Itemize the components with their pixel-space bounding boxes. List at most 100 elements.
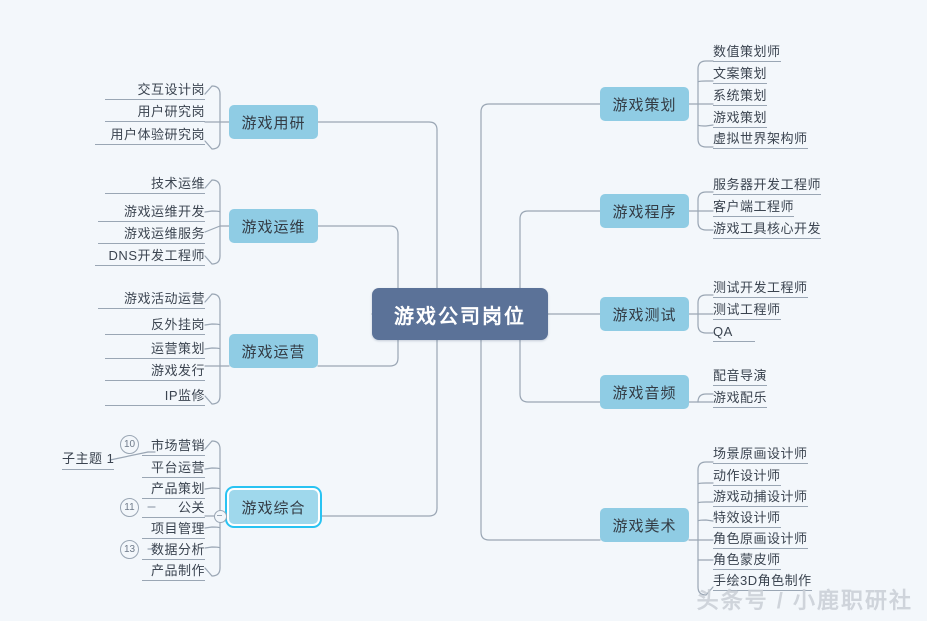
watermark-text: 头条号 / 小鹿职研社 [696,588,913,613]
leaf-item[interactable]: 项目管理 [142,521,205,539]
leaf-label: 公关 [177,500,205,515]
branch-node-ceshi[interactable]: 游戏测试 [600,297,689,331]
leaf-label: 用户研究岗 [137,104,205,119]
leaf-item[interactable]: 角色蒙皮师 [713,552,781,570]
leaf-item[interactable]: 游戏发行 [105,363,205,381]
branch-node-label: 游戏用研 [241,114,306,132]
root-node-label: 游戏公司岗位 [394,305,526,328]
leaf-label: 游戏运维开发 [123,204,205,219]
leaf-label: 运营策划 [150,341,205,356]
leaf-label: 客户端工程师 [713,199,795,214]
leaf-label: 数据分析 [150,542,205,557]
leaf-item[interactable]: 测试工程师 [713,302,781,320]
branch-node-yunying[interactable]: 游戏运营 [229,334,318,368]
leaf-item[interactable]: 用户研究岗 [105,104,205,122]
leaf-item[interactable]: 反外挂岗 [105,317,205,335]
branch-node-yunwei[interactable]: 游戏运维 [229,209,318,243]
leaf-label: QA [713,324,733,339]
collapsed-count-badge[interactable]: 11 [120,498,139,517]
leaf-item[interactable]: 游戏配乐 [713,390,768,408]
leaf-item[interactable]: 客户端工程师 [713,199,795,217]
branch-node-label: 游戏策划 [612,96,677,114]
leaf-item[interactable]: 系统策划 [713,88,768,106]
leaf-label: 游戏运维服务 [123,226,205,241]
leaf-label: 配音导演 [713,368,768,383]
leaf-item[interactable]: 游戏活动运营 [98,291,205,309]
branch-node-yinpin[interactable]: 游戏音频 [600,375,689,409]
leaf-label: 用户体验研究岗 [110,127,205,142]
leaf-label: 角色蒙皮师 [713,552,781,567]
leaf-label: 测试工程师 [713,302,781,317]
leaf-item[interactable]: DNS开发工程师 [95,248,205,266]
subtopic-text: 子主题 1 [62,451,115,466]
leaf-item[interactable]: QA [713,324,755,342]
leaf-item[interactable]: 运营策划 [105,341,205,359]
leaf-item[interactable]: 文案策划 [713,66,768,84]
leaf-label: 游戏动捕设计师 [713,489,808,504]
leaf-item[interactable]: 市场营销 [142,438,205,456]
leaf-label: 测试开发工程师 [713,280,808,295]
collapsed-count-badge[interactable]: 13 [120,540,139,559]
branch-node-chengxu[interactable]: 游戏程序 [600,194,689,228]
leaf-item[interactable]: 交互设计岗 [105,82,205,100]
branch-node-label: 游戏运营 [241,343,306,361]
leaf-label: 反外挂岗 [150,317,205,332]
leaf-item[interactable]: 数据分析 [142,542,205,560]
leaf-item[interactable]: 服务器开发工程师 [713,177,822,195]
leaf-label: 文案策划 [713,66,768,81]
leaf-item[interactable]: 特效设计师 [713,510,781,528]
leaf-item[interactable]: 虚拟世界架构师 [713,131,808,149]
leaf-label: 虚拟世界架构师 [713,131,808,146]
subtopic-label[interactable]: 子主题 1 [62,448,115,470]
leaf-item[interactable]: 游戏工具核心开发 [713,221,822,239]
leaf-label: 技术运维 [150,176,205,191]
branch-node-label: 游戏音频 [612,384,677,402]
leaf-item[interactable]: IP监修 [105,388,205,406]
leaf-item[interactable]: 平台运营 [142,460,205,478]
collapsed-count-badge[interactable]: 10 [120,435,139,454]
leaf-label: 游戏配乐 [713,390,768,405]
badge-value: 13 [123,544,136,555]
leaf-label: 产品策划 [150,481,205,496]
leaf-label: 游戏活动运营 [123,291,205,306]
branch-node-zonghe[interactable]: 游戏综合 [229,490,318,524]
leaf-item[interactable]: 产品策划 [142,481,205,499]
leaf-item[interactable]: 场景原画设计师 [713,446,808,464]
badge-value: 11 [124,502,135,513]
leaf-label: 数值策划师 [713,44,781,59]
leaf-item[interactable]: 用户体验研究岗 [95,127,205,145]
badge-value: 10 [123,439,136,450]
leaf-item[interactable]: 游戏运维服务 [98,226,205,244]
leaf-item[interactable]: 游戏动捕设计师 [713,489,808,507]
leaf-label: 场景原画设计师 [713,446,808,461]
leaf-item[interactable]: 配音导演 [713,368,768,386]
leaf-item[interactable]: 技术运维 [105,176,205,194]
root-node[interactable]: 游戏公司岗位 [372,288,548,340]
branch-node-label: 游戏运维 [241,218,306,236]
leaf-item[interactable]: 角色原画设计师 [713,531,808,549]
leaf-item[interactable]: 公关 [142,500,205,518]
leaf-item[interactable]: 游戏策划 [713,110,768,128]
leaf-label: 游戏策划 [713,110,768,125]
leaf-label: 产品制作 [150,563,205,578]
leaf-item[interactable]: 手绘3D角色制作 [713,573,812,591]
collapse-toggle-zonghe[interactable] [214,510,227,523]
leaf-label: 角色原画设计师 [713,531,808,546]
leaf-label: IP监修 [164,388,205,403]
leaf-label: 平台运营 [150,460,205,475]
branch-node-cehua[interactable]: 游戏策划 [600,87,689,121]
leaf-item[interactable]: 数值策划师 [713,44,781,62]
leaf-label: 系统策划 [713,88,768,103]
leaf-label: 游戏工具核心开发 [713,221,822,236]
branch-node-youyan[interactable]: 游戏用研 [229,105,318,139]
leaf-item[interactable]: 产品制作 [142,563,205,581]
leaf-item[interactable]: 游戏运维开发 [98,204,205,222]
leaf-label: 动作设计师 [713,468,781,483]
branch-node-meishu[interactable]: 游戏美术 [600,508,689,542]
branch-node-label: 游戏美术 [612,517,677,535]
leaf-item[interactable]: 测试开发工程师 [713,280,808,298]
leaf-label: 特效设计师 [713,510,781,525]
branch-node-label: 游戏测试 [612,306,677,324]
leaf-item[interactable]: 动作设计师 [713,468,781,486]
